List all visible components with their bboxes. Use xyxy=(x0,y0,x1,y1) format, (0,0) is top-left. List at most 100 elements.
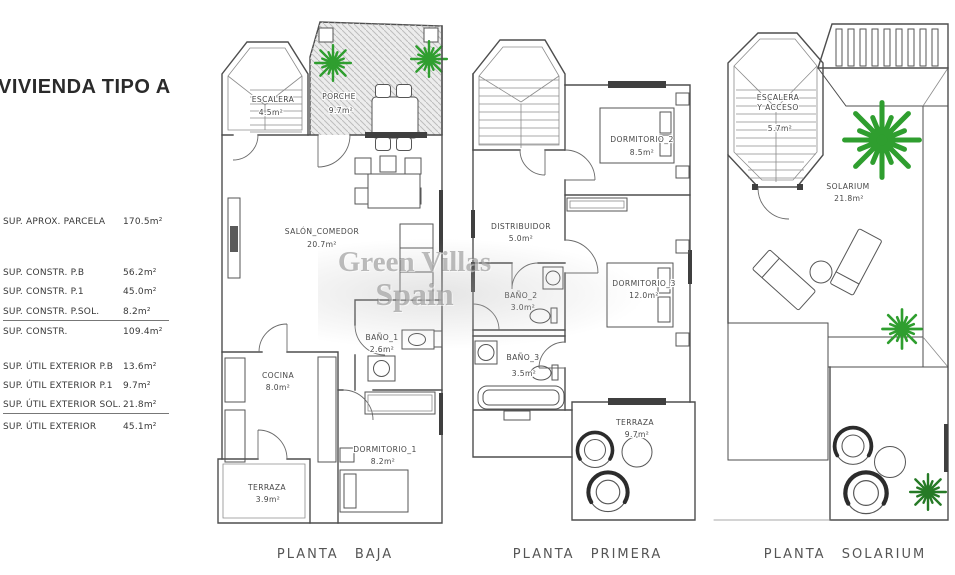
sink-symbol xyxy=(545,270,561,286)
table-row: SUP. CONSTR. P.SOL. 8.2m² xyxy=(3,304,169,321)
toilet-symbol xyxy=(408,333,426,346)
solarium-furniture xyxy=(751,103,923,350)
chair-symbol xyxy=(396,137,412,151)
row-value: 56.2m² xyxy=(123,268,157,278)
sink-symbol xyxy=(373,360,390,377)
palm-tree-icon xyxy=(313,43,353,83)
room-area: 3.5m² xyxy=(512,369,537,378)
porch-table-symbol xyxy=(371,96,419,139)
row-value: 45.0m² xyxy=(123,287,157,297)
stairs-symbol xyxy=(479,79,559,145)
bed-symbol xyxy=(606,262,674,328)
room-area: 3.0m² xyxy=(511,303,536,312)
room-label: BAÑO_2 xyxy=(504,291,537,300)
bathroom1-fixtures xyxy=(367,329,443,382)
door-arc xyxy=(519,149,546,176)
table-row: SUP. ÚTIL EXTERIOR SOL. 21.8m² xyxy=(3,397,169,414)
room-label: SOLARIUM xyxy=(826,182,869,191)
room-area: 8.0m² xyxy=(266,383,291,392)
row-value: 9.7m² xyxy=(123,381,151,391)
bathroom2-fixtures xyxy=(472,266,564,331)
row-value: 21.8m² xyxy=(123,400,157,410)
room-labels: ESCALERA 4.5m² PORCHE 9.7m² SALÓN_COMEDO… xyxy=(246,91,418,505)
palm-tree-icon xyxy=(845,103,920,178)
sheet-title: VIVIENDA TIPO A xyxy=(0,76,171,98)
room-area: 4.5m² xyxy=(259,108,284,117)
room-area: 5.7m² xyxy=(768,124,793,133)
door-arcs xyxy=(511,149,599,369)
shower-symbol xyxy=(472,303,500,331)
bedroom1-furniture xyxy=(339,391,436,513)
row-label: SUP. ÚTIL EXTERIOR P.1 xyxy=(3,381,113,391)
row-value: 45.1m² xyxy=(123,422,157,432)
table-row: SUP. CONSTR. P.B 56.2m² xyxy=(3,265,169,281)
room-area: 9.7m² xyxy=(329,106,354,115)
porch-post xyxy=(318,27,334,43)
table-row: SUP. CONSTR. 109.4m² xyxy=(3,324,169,340)
room-area: 8.2m² xyxy=(371,457,396,466)
plan-planta-solarium: ESCALERA Y ACCESO 5.7m² SOLARIUM 21.8m² xyxy=(713,23,949,521)
stair-tower xyxy=(727,32,824,220)
table-row: SUP. ÚTIL EXTERIOR P.1 9.7m² xyxy=(3,378,169,394)
caption-planta-primera: PLANTA PRIMERA xyxy=(512,547,663,562)
row-value: 170.5m² xyxy=(123,217,163,227)
room-label: DORMITORIO_1 xyxy=(353,445,416,454)
stair-tower xyxy=(472,39,566,176)
window-symbols xyxy=(365,132,443,435)
row-value: 8.2m² xyxy=(123,307,151,317)
room-area: 3.9m² xyxy=(256,495,281,504)
row-label: SUP. ÚTIL EXTERIOR xyxy=(3,422,97,432)
door-arc xyxy=(232,134,259,161)
table-row: SUP. APROX. PARCELA 170.5m² xyxy=(3,214,169,230)
room-labels: DORMITORIO_2 8.5m² DISTRIBUIDOR 5.0m² BA… xyxy=(490,134,677,440)
chair-symbol xyxy=(396,84,412,98)
row-label: SUP. CONSTR. P.1 xyxy=(3,287,84,297)
room-label: DORMITORIO_2 xyxy=(610,135,673,144)
stairs-symbol xyxy=(736,89,816,179)
terrace-furniture xyxy=(832,425,948,514)
round-chair-symbol xyxy=(588,472,627,511)
room-area: 8.5m² xyxy=(630,148,655,157)
room-area: 12.0m² xyxy=(629,291,659,300)
tv-unit-symbol xyxy=(227,197,241,279)
terrace-parapet xyxy=(222,463,306,519)
wardrobe-symbol xyxy=(364,391,436,415)
sun-lounger-symbol xyxy=(829,228,883,296)
nightstand-symbol xyxy=(675,332,690,347)
bed-symbol xyxy=(599,107,675,164)
room-label: PORCHE xyxy=(322,92,356,101)
roof-ridge-lines xyxy=(227,75,303,130)
plant-icon xyxy=(881,308,923,350)
chair-symbol xyxy=(375,84,391,98)
toilet-symbol xyxy=(530,365,552,381)
living-room-furniture xyxy=(227,155,434,301)
interior-walls xyxy=(472,84,691,411)
room-label: BAÑO_1 xyxy=(365,333,398,342)
caption-planta-solarium: PLANTA SOLARIUM xyxy=(763,547,927,562)
row-label: SUP. CONSTR. P.B xyxy=(3,268,85,278)
porch-area xyxy=(309,21,449,151)
nightstand-symbol xyxy=(339,447,355,463)
sun-lounger-symbol xyxy=(751,249,817,311)
stair-tower xyxy=(221,41,309,161)
room-label: BAÑO_3 xyxy=(506,353,539,362)
room-label: ESCALERA xyxy=(757,93,800,102)
plant-icon xyxy=(908,472,948,512)
room-area: 21.8m² xyxy=(834,194,864,203)
dining-table-symbol xyxy=(367,173,421,209)
plan-planta-baja: ESCALERA 4.5m² PORCHE 9.7m² SALÓN_COMEDO… xyxy=(217,21,449,524)
row-label: SUP. ÚTIL EXTERIOR P.B xyxy=(3,362,114,372)
round-chair-symbol xyxy=(575,430,615,470)
round-chair-symbol xyxy=(832,425,874,467)
area-table: SUP. APROX. PARCELA 170.5m² SUP. CONSTR.… xyxy=(3,214,169,435)
room-label: DORMITORIO_3 xyxy=(612,279,675,288)
kitchen-counters xyxy=(224,356,337,463)
room-area: 2.6m² xyxy=(370,345,395,354)
porch-post xyxy=(423,27,439,43)
stairs-symbol xyxy=(250,89,302,133)
table-row: SUP. ÚTIL EXTERIOR 45.1m² xyxy=(3,419,169,435)
terrace-furniture xyxy=(575,430,653,511)
nightstand-symbol xyxy=(675,239,690,254)
